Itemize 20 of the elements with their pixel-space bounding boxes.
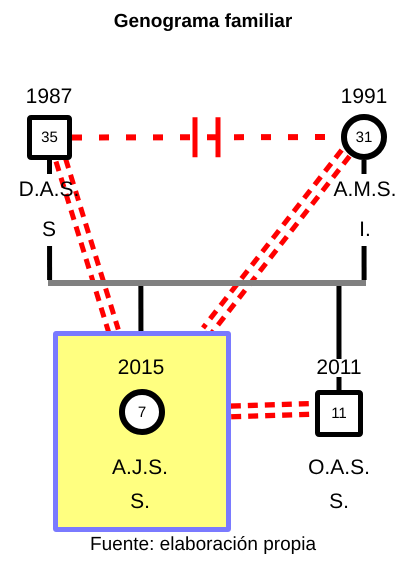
female-circle: 7 <box>119 389 165 435</box>
initials-label: D.A.S. S <box>18 177 80 243</box>
source-caption: Fuente: elaboración propia <box>88 533 318 557</box>
family-line <box>47 160 52 280</box>
male-square: 35 <box>27 115 72 160</box>
diagram-title: Genograma familiar <box>112 10 294 34</box>
female-circle: 31 <box>341 114 387 160</box>
family-line <box>138 286 144 331</box>
initials-label: O.A.S. S. <box>307 455 371 515</box>
initials-label: A.J.S. S. <box>110 455 170 515</box>
initials-label: A.M.S. I. <box>332 177 398 243</box>
birth-year-label: 1987 <box>24 84 74 110</box>
birth-year-label: 2011 <box>315 355 363 381</box>
family-line <box>336 286 342 390</box>
conflict-line <box>54 158 121 334</box>
birth-year-label: 1991 <box>340 84 388 110</box>
male-square: 11 <box>315 390 363 437</box>
birth-year-label: 2015 <box>116 355 166 381</box>
index-person-highlight <box>53 331 231 532</box>
family-line <box>362 160 367 280</box>
